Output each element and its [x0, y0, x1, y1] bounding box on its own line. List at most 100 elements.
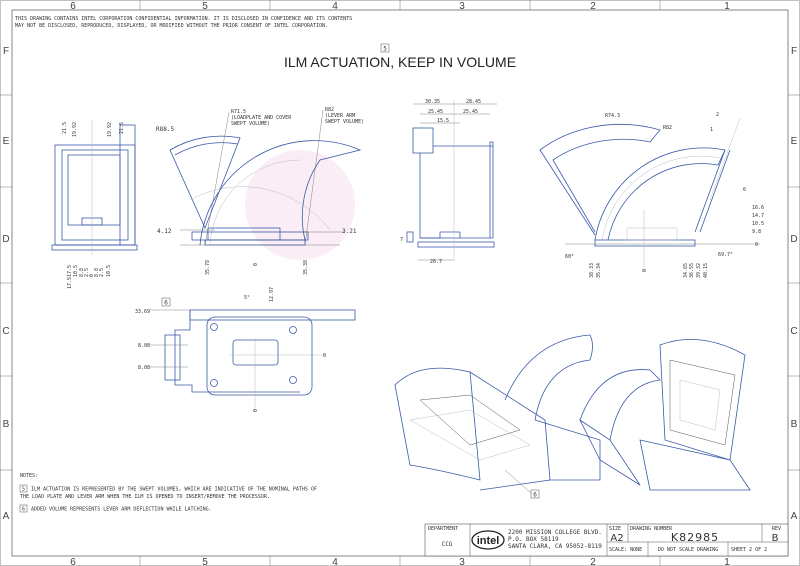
title-block: DEPARTMENT CCG intel 2200 MISSION COLLEG… [424, 523, 789, 557]
zone-col: 2 [590, 557, 596, 566]
dim-label: R71.5 [231, 109, 246, 115]
dim-label: 21.5 [62, 122, 68, 134]
department-value: CCG [442, 541, 453, 548]
dim-label: 4.12 [157, 228, 172, 235]
dim-label: SWEPT VOLUME) [231, 121, 270, 127]
rev-value: B [772, 533, 779, 544]
zone-col: 1 [724, 1, 730, 12]
swept-view: R74.3 R82 60° 69.7° 2 1 6 16.6 14.7 10.5… [539, 112, 764, 278]
dim-label: 33.69 [135, 309, 150, 315]
zone-row: E [791, 136, 798, 147]
dim-label: 39.32 [696, 263, 702, 278]
sheet-number: SHEET 2 OF 2 [731, 547, 767, 553]
zone-col: 6 [70, 1, 76, 12]
dim-label: 17.5 [67, 277, 73, 289]
zone-col: 4 [332, 557, 338, 566]
dim-label: 19.92 [107, 122, 113, 137]
zone-col: 3 [459, 557, 465, 566]
dim-label: R82 [325, 107, 334, 113]
address-line: 2200 MISSION COLLEGE BLVD. [508, 529, 602, 536]
address-line: SANTA CLARA, CA 95052-8119 [508, 543, 602, 550]
zone-row: F [3, 46, 9, 57]
page-title: ILM ACTUATION, KEEP IN VOLUME [284, 54, 516, 70]
zone-row: C [2, 326, 9, 337]
note-flag: 5 [22, 487, 25, 493]
zone-row: C [790, 326, 797, 337]
note-text: ADDED VOLUME REPRESENTS LEVER ARM DEFLEC… [31, 507, 212, 513]
dim-label: 8.8 [94, 268, 100, 277]
dim-label: 69.7° [718, 252, 733, 258]
rev-label: REV [772, 526, 781, 532]
dim-label: (LOADPLATE AND COVER [231, 115, 292, 121]
dim-label: 5° [244, 295, 250, 301]
isometric-view-right [578, 339, 751, 491]
notes-heading: NOTES: [20, 473, 38, 479]
dim-label: 12.97 [269, 287, 275, 302]
note-flag: 6 [22, 507, 25, 513]
zone-row: D [790, 234, 797, 245]
zone-col: 4 [332, 1, 338, 12]
dim-label: 8.08 [138, 343, 150, 349]
dim-label: 2 [716, 112, 719, 118]
note-text: ILM ACTUATION IS REPRESENTED BY THE SWEP… [31, 487, 317, 493]
dim-label: 0 [253, 263, 259, 266]
zone-col: 2 [590, 1, 596, 12]
do-not-scale: DO NOT SCALE DRAWING [658, 547, 718, 553]
svg-text:intel: intel [477, 535, 500, 547]
zone-col: 6 [70, 557, 76, 566]
dim-label: 35.38 [303, 260, 309, 275]
dim-label: 26.7 [430, 259, 442, 265]
dim-label: R88.5 [156, 126, 174, 133]
dim-label: 2.5 [84, 268, 90, 277]
dim-label: R82 [663, 125, 672, 131]
dim-label: SWEPT VOLUME) [325, 119, 364, 125]
title-flag: 5 [383, 46, 387, 53]
dim-label: (LEVER ARM [325, 113, 355, 119]
dim-label: 14.7 [752, 213, 764, 219]
drawing-number: K82985 [671, 531, 719, 544]
dim-label: 0 [253, 409, 259, 412]
dim-label: 25.45 [428, 109, 443, 115]
dim-label: 0 [755, 242, 758, 248]
dim-label: 38.33 [589, 263, 595, 278]
confidential-notice: MAY NOT BE DISCLOSED, REPRODUCED, DISPLA… [15, 23, 328, 29]
zone-col: 5 [202, 1, 208, 12]
isometric-view-left: 6 [394, 334, 601, 499]
scale: SCALE: NONE [609, 547, 642, 553]
end-view: 30.35 28.45 25.45 25.45 15.5 7 26.7 [400, 99, 497, 265]
dim-label: 0 [642, 269, 648, 272]
drawing-frame [11, 9, 789, 557]
dim-label: 6 [743, 187, 746, 193]
front-view: R88.5 R71.5 (LOADPLATE AND COVER SWEPT V… [156, 107, 364, 275]
dim-label: 40.15 [703, 263, 709, 278]
dim-label: 9.8 [752, 229, 761, 235]
dim-label: 60° [565, 254, 574, 260]
dim-label: 35.34 [596, 263, 602, 278]
zone-row: F [791, 46, 797, 57]
dim-label: 15.5 [437, 118, 449, 124]
dim-label: 35.78 [205, 260, 211, 275]
zone-col: 5 [202, 557, 208, 566]
dim-label: 30.35 [425, 99, 440, 105]
dim-label: 19.92 [72, 122, 78, 137]
side-view: 21.5 19.92 19.92 21.5 17.5 17.5 10.5 8.8… [51, 120, 138, 289]
intel-logo: intel [471, 530, 505, 550]
drawing-number-label: DRAWING NUMBER [630, 526, 673, 532]
dim-label: 3.21 [342, 228, 357, 235]
size-value: A2 [610, 533, 623, 544]
dim-label: 25.45 [463, 109, 478, 115]
dim-label: 7 [400, 237, 403, 243]
address-line: P.O. BOX 58119 [508, 536, 559, 543]
dim-label: 0 [89, 274, 95, 277]
dim-label: 2.5 [99, 268, 105, 277]
note-text: THE LOAD PLATE AND LEVER ARM WHEN THE IL… [20, 494, 270, 500]
watermark [245, 150, 355, 260]
top-view-flag: 6 [164, 300, 168, 307]
dim-label: 21.5 [119, 122, 125, 134]
zone-row: B [791, 419, 798, 430]
dim-label: 16.6 [752, 205, 764, 211]
zone-row: B [3, 419, 10, 430]
